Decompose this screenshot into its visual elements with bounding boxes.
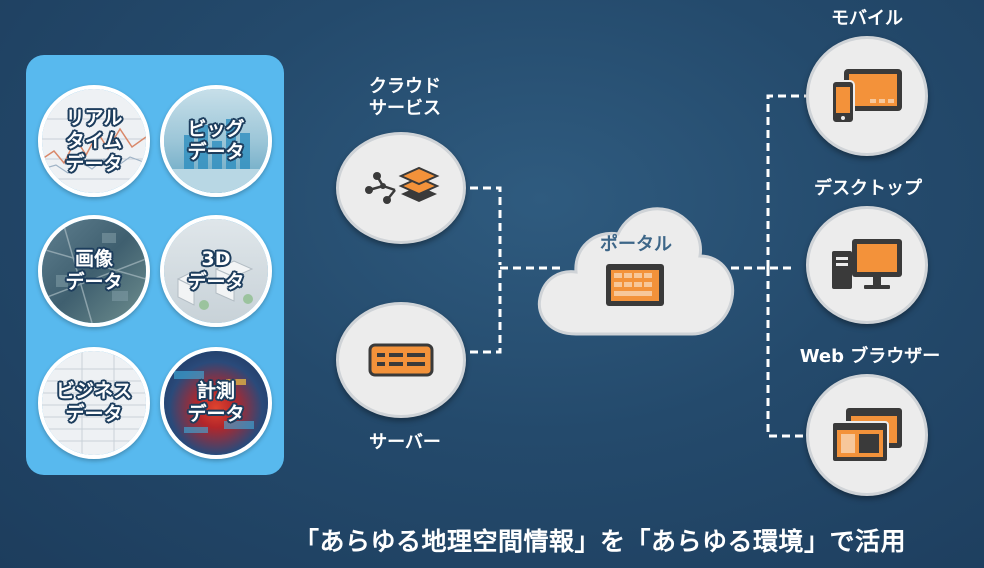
- server-icon: [368, 343, 434, 377]
- 3d-data-label: 3D データ: [187, 248, 245, 293]
- connector-to-mobile: [766, 94, 806, 268]
- cloud-service-label: クラウド サービス: [369, 76, 441, 119]
- server-node[interactable]: [336, 302, 466, 418]
- connector-cloud-service: [470, 186, 502, 262]
- 3d-buildings-icon: [176, 260, 254, 310]
- image-data-circle: 画像 データ: [38, 215, 150, 327]
- tagline: 「あらゆる地理空間情報」を「あらゆる環境」で活用: [293, 527, 906, 556]
- mobile-label: モバイル: [831, 8, 903, 29]
- realtime-data-label: リアル タイム データ: [65, 106, 123, 175]
- big-data-label: ビッグ データ: [187, 118, 245, 163]
- measurement-data-label: 計測 データ: [187, 380, 245, 425]
- tablet-phone-icon: [831, 69, 902, 124]
- web-browser-label: Web ブラウザー: [799, 346, 941, 367]
- measurement-data-circle: 計測 データ: [160, 347, 272, 459]
- city-blocks-icon: [164, 119, 268, 193]
- image-data-label: 画像 データ: [65, 248, 123, 293]
- mobile-node[interactable]: [806, 36, 928, 156]
- portal-window-icon: [606, 264, 664, 306]
- desktop-node[interactable]: [806, 206, 928, 324]
- aerial-photo-icon: [42, 219, 146, 323]
- desktop-computer-icon: [832, 239, 902, 289]
- portal-label: ポータル: [600, 234, 672, 255]
- big-data-circle: ビッグ データ: [160, 85, 272, 197]
- connector-server: [470, 262, 502, 354]
- spreadsheet-icon: [42, 351, 146, 455]
- data-sources-panel: リアル タイム データ ビッグ データ: [26, 55, 284, 475]
- layers-network-icon: [365, 166, 440, 204]
- server-label: サーバー: [369, 432, 441, 453]
- point-cloud-icon: [174, 371, 254, 433]
- cloud-service-node[interactable]: [336, 132, 466, 244]
- business-data-label: ビジネス データ: [55, 380, 132, 425]
- 3d-data-circle: 3D データ: [160, 215, 272, 327]
- web-browser-node[interactable]: [806, 374, 928, 496]
- desktop-label: デスクトップ: [814, 178, 922, 199]
- browser-windows-icon: [831, 408, 902, 463]
- business-data-circle: ビジネス データ: [38, 347, 150, 459]
- chart-thumbnail-icon: [42, 118, 146, 180]
- realtime-data-circle: リアル タイム データ: [38, 85, 150, 197]
- connector-to-web: [766, 268, 806, 438]
